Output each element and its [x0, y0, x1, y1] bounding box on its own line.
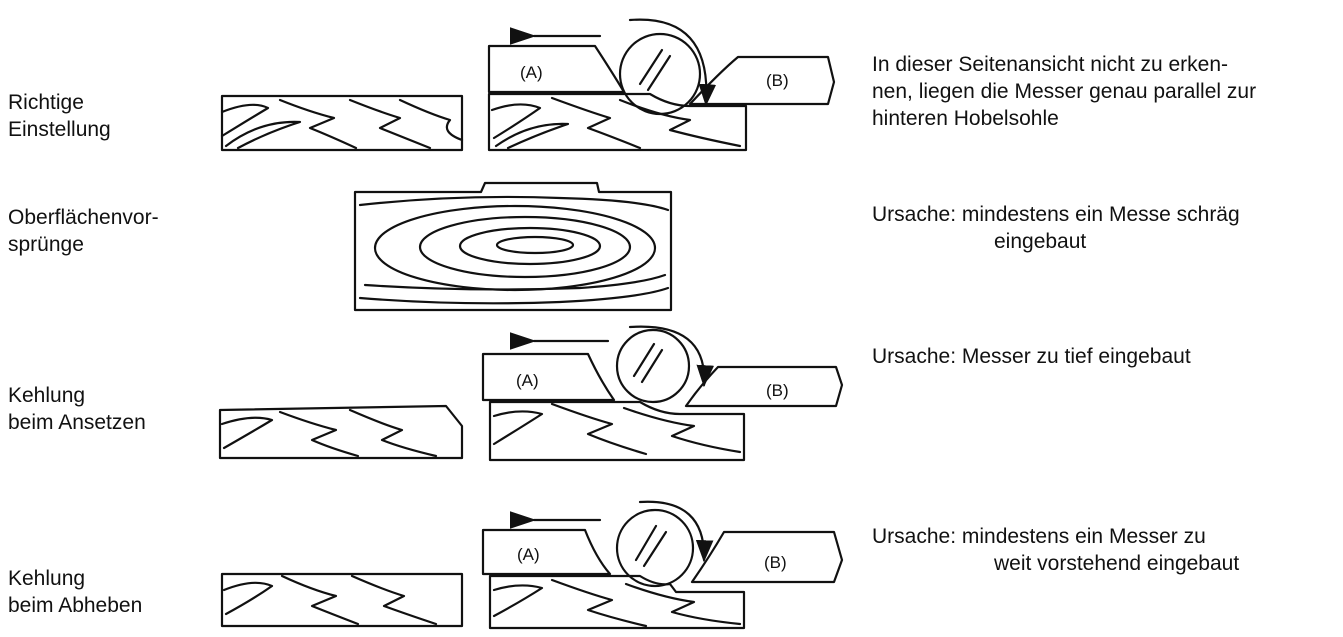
wood-grain: [220, 416, 274, 450]
label-line: beim Ansetzen: [8, 411, 146, 434]
growth-ring: [458, 226, 602, 266]
infeed-table: [487, 44, 626, 94]
wood-grain: [550, 402, 648, 456]
growth-ring: [418, 215, 632, 279]
wood-grain: [220, 103, 270, 138]
workpiece-right: [488, 400, 746, 462]
caption-line: Ursache: mindestens ein Messe schräg: [872, 203, 1240, 226]
cutter-head: [615, 328, 691, 404]
label-line: beim Abheben: [8, 594, 143, 617]
knife: [640, 348, 664, 384]
label-surface-protrusions: Oberflächenvor- sprünge: [8, 204, 159, 258]
outfeed-table: [688, 55, 836, 106]
growth-ring: [363, 273, 667, 291]
table-a-label: (A): [517, 545, 540, 564]
wood-grain: [348, 408, 438, 458]
board-with-protrusion: [353, 181, 673, 312]
knife: [632, 342, 656, 378]
caption-snipe-end: Ursache: mindestens ein Messer zu weit v…: [872, 523, 1239, 577]
workpiece-left: [218, 404, 464, 460]
row1-illustration: [220, 18, 836, 152]
caption-line: Ursache: mindestens ein Messer zu: [872, 525, 1206, 548]
label-correct-setting: Richtige Einstellung: [8, 89, 111, 143]
wood-grain: [492, 410, 544, 446]
wood-grain: [348, 98, 432, 150]
growth-ring: [358, 195, 670, 212]
wood-grain: [492, 584, 544, 618]
table-b-label: (B): [764, 553, 787, 572]
knife: [646, 54, 672, 92]
row4-illustration: [220, 500, 844, 630]
workpiece-left: [220, 94, 464, 152]
caption-snipe-start: Ursache: Messer zu tief eingebaut: [872, 343, 1191, 370]
row3-illustration: [218, 325, 844, 462]
label-snipe-end: Kehlung beim Abheben: [8, 565, 142, 619]
table-a-label: (A): [520, 63, 543, 82]
rotation-arrow: [628, 18, 717, 107]
outfeed-table: [690, 530, 844, 584]
wood-grain: [618, 98, 742, 148]
caption-line: nen, liegen die Messer genau parallel zu…: [872, 80, 1257, 103]
label-line: Oberflächenvor-: [8, 206, 159, 229]
knife: [634, 524, 658, 562]
label-snipe-start: Kehlung beim Ansetzen: [8, 382, 146, 436]
outfeed-table: [684, 365, 844, 408]
wood-grain: [350, 574, 438, 626]
label-line: sprünge: [8, 233, 84, 256]
row2-illustration: [353, 181, 673, 312]
wood-grain: [490, 103, 542, 140]
infeed-table: [481, 528, 612, 576]
caption-line: hinteren Hobelsohle: [872, 107, 1059, 130]
label-line: Kehlung: [8, 384, 86, 407]
table-b-label: (B): [766, 71, 789, 90]
workpiece-right: [487, 92, 748, 152]
wood-grain: [224, 120, 302, 150]
cutter-head: [618, 32, 702, 116]
caption-correct-setting: In dieser Seitenansicht nicht zu erken- …: [872, 51, 1256, 132]
workpiece-left: [220, 572, 464, 628]
rotation-arrow: [628, 325, 715, 388]
knife: [638, 48, 664, 86]
workpiece-right: [488, 574, 746, 630]
caption-line: Ursache: Messer zu tief eingebaut: [872, 345, 1191, 368]
wood-grain: [494, 122, 570, 150]
caption-line: eingebaut: [994, 230, 1087, 253]
label-line: Einstellung: [8, 118, 111, 141]
caption-surface-protrusions: Ursache: mindestens ein Messe schräg ein…: [872, 201, 1240, 255]
rotation-arrow: [638, 500, 714, 563]
wood-grain: [278, 98, 358, 150]
caption-line: In dieser Seitenansicht nicht zu erken-: [872, 53, 1229, 76]
wood-grain: [278, 410, 360, 458]
infeed-table: [481, 352, 616, 402]
wood-grain: [280, 574, 360, 626]
wood-grain: [550, 578, 648, 628]
wood-grain: [622, 406, 742, 454]
growth-ring: [495, 235, 575, 255]
label-line: Kehlung: [8, 567, 86, 590]
wood-grain: [398, 98, 464, 142]
caption-line: weit vorstehend eingebaut: [994, 552, 1240, 575]
wood-grain: [624, 582, 742, 626]
wood-grain: [550, 96, 642, 150]
wood-grain: [222, 581, 274, 616]
label-line: Richtige: [8, 91, 84, 114]
knife: [642, 530, 668, 568]
growth-ring: [358, 286, 670, 305]
table-a-label: (A): [516, 371, 539, 390]
cutter-head: [615, 508, 695, 588]
table-b-label: (B): [766, 381, 789, 400]
